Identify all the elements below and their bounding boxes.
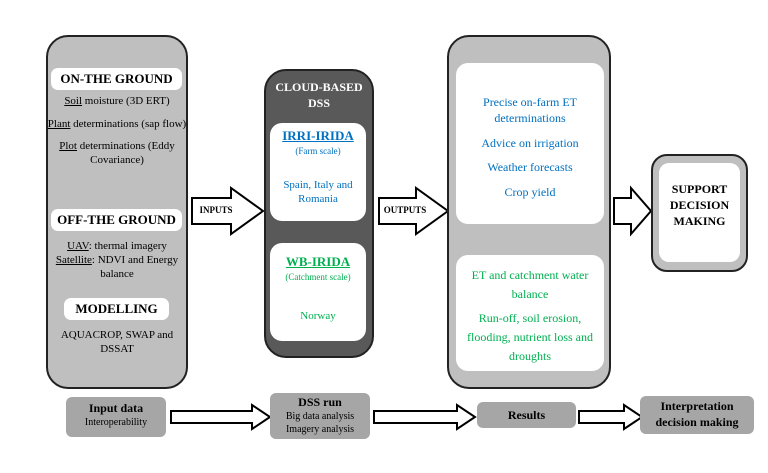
irri-irida-title: IRRI-IRIDA <box>282 128 354 143</box>
input-data-box: Input data Interoperability <box>66 397 166 437</box>
off-the-ground-heading: OFF-THE GROUND <box>51 209 182 231</box>
interpretation-line1: Interpretation <box>660 399 734 413</box>
irri-irida-countries: Spain, Italy and Romania <box>283 179 353 205</box>
irri-irida-box <box>270 123 366 221</box>
input-data-sub: Interoperability <box>84 417 148 428</box>
dss-run-line1: Big data analysis <box>285 411 355 422</box>
output-weather-forecasts: Weather forecasts <box>487 160 573 174</box>
wb-irida-title: WB-IRIDA <box>285 254 351 269</box>
soil-moisture-text: Soil moisture (3D ERT) <box>64 95 170 107</box>
wb-irida-box <box>270 243 366 341</box>
inputs-arrow <box>191 186 265 236</box>
support-decision-box <box>659 163 740 262</box>
plant-determinations-text: Plant determinations (sap flow) <box>47 118 187 130</box>
support-arrow <box>613 185 653 237</box>
outputs-arrow <box>378 186 450 236</box>
interpretation-line2: decision making <box>655 415 739 429</box>
dss-run-box: DSS run Big data analysis Imagery analys… <box>270 393 370 439</box>
plot-determinations-text: Plot determinations (Eddy Covariance) <box>59 140 175 166</box>
interpretation-box: Interpretation decision making <box>640 396 754 434</box>
irri-irida-scale: (Farm scale) <box>295 146 341 156</box>
uav-text: UAV: thermal imagery <box>67 240 167 252</box>
dss-run-line2: Imagery analysis <box>285 424 355 435</box>
wb-irida-country: Norway <box>300 310 336 322</box>
farm-outputs-box <box>456 63 604 224</box>
output-crop-yield: Crop yield <box>504 185 556 199</box>
dss-run-title: DSS run <box>298 395 342 409</box>
results-label: Results <box>507 408 546 422</box>
inputs-label: INPUTS <box>199 205 233 215</box>
bottom-arrow-3 <box>578 403 644 431</box>
bottom-arrow-2 <box>373 403 477 431</box>
output-et-determinations: Precise on-farm ET determinations <box>483 95 577 125</box>
bottom-arrow-1 <box>170 403 272 431</box>
output-runoff-erosion: Run-off, soil erosion, flooding, nutrien… <box>467 311 593 363</box>
results-box: Results <box>477 402 576 428</box>
catchment-outputs-box <box>456 255 604 371</box>
input-data-title: Input data <box>88 401 144 415</box>
on-the-ground-heading: ON-THE GROUND <box>51 68 182 90</box>
output-et-catchment: ET and catchment water balance <box>471 268 589 301</box>
outputs-label: OUTPUTS <box>383 205 427 215</box>
modelling-heading: MODELLING <box>64 298 169 320</box>
wb-irida-scale: (Catchment scale) <box>285 272 351 282</box>
satellite-text: Satellite: NDVI and Energy balance <box>55 254 179 280</box>
support-decision-text: SUPPORT DECISION MAKING <box>669 182 730 228</box>
modelling-text: AQUACROP, SWAP and DSSAT <box>60 329 174 355</box>
dss-title: CLOUD-BASED DSS <box>275 80 363 110</box>
output-irrigation-advice: Advice on irrigation <box>481 136 579 150</box>
